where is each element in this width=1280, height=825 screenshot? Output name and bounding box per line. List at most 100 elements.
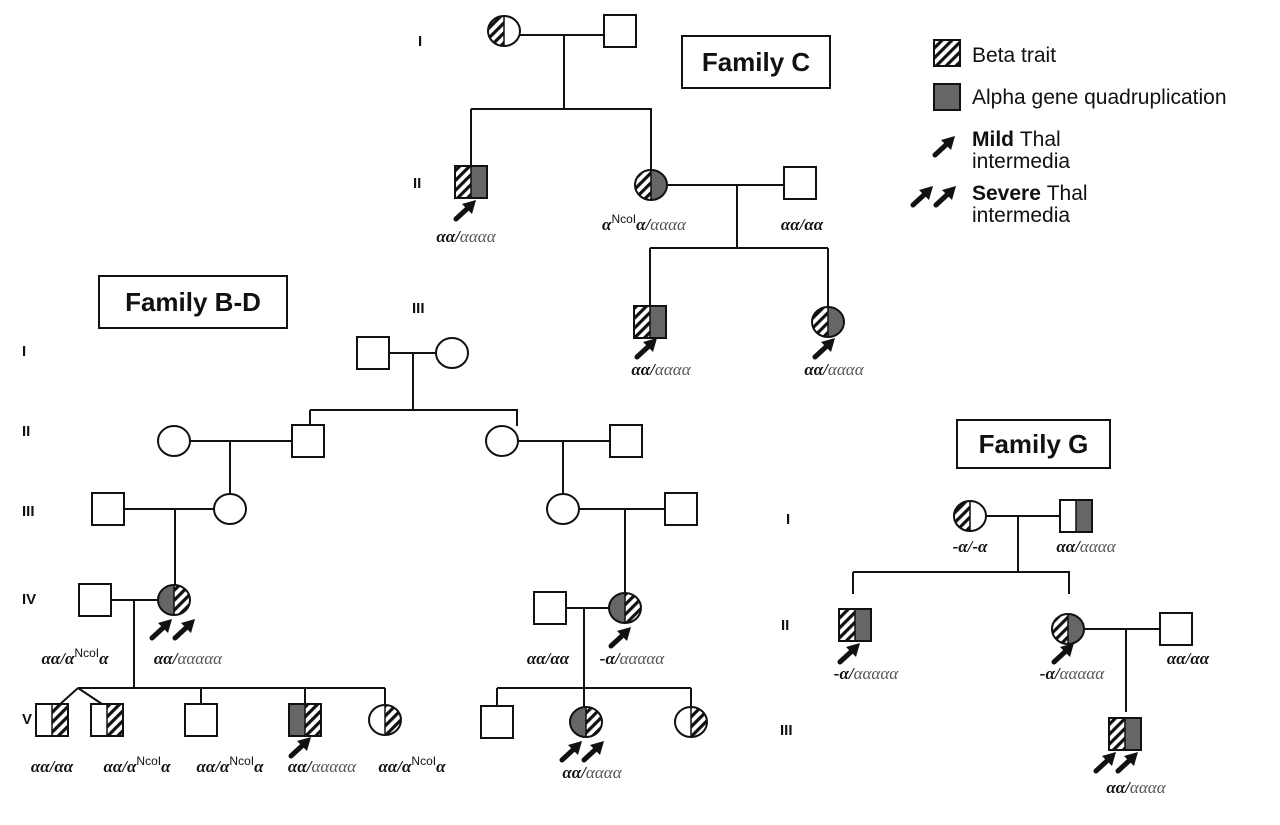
generation-label: II (413, 175, 421, 192)
family-g-I-male (1059, 499, 1093, 533)
genotype-label: -α/ααααα (600, 649, 665, 668)
genotype-label: αα/αααα (804, 360, 864, 379)
severe-arrow-icon (581, 741, 604, 763)
family-g-II-spouse (1159, 612, 1193, 646)
family-bd-IV-male (533, 591, 567, 625)
family-c-III-female (811, 306, 845, 338)
generation-label: III (780, 722, 793, 739)
family-c-II-spouse (783, 166, 817, 200)
generation-label: I (22, 343, 26, 360)
family-g-title-box: Family G (956, 419, 1111, 469)
family-bd-V-affected-male (288, 703, 322, 737)
family-bd-III-female (213, 493, 247, 525)
family-title: Family C (702, 47, 811, 77)
genotype-label: αα/αααα (562, 763, 622, 782)
genotype-label: αα/αα (781, 215, 824, 234)
severe-arrow-icon (172, 619, 195, 641)
pedigree-line (310, 409, 518, 426)
genotype-label: αα/αααα (1056, 537, 1116, 556)
family-bd-IV-male (78, 583, 112, 617)
family-bd-II-male (291, 424, 325, 458)
family-c-title-box: Family C (681, 35, 831, 89)
severe-arrow-icon (149, 619, 172, 641)
mild-arrow-icon (634, 338, 657, 360)
generation-label: II (22, 423, 30, 440)
mild-arrow-icon (812, 338, 835, 360)
family-bd-I-female (435, 337, 469, 369)
pedigree-symbols: Family C Family B-D Family G Beta traitAlph… (35, 14, 1227, 774)
severe-arrow-icon (1093, 752, 1116, 774)
generation-label: I (786, 511, 790, 528)
beta-trait-swatch (933, 39, 961, 67)
family-c-I-female (487, 15, 521, 47)
genotype-label: αα/αα (527, 649, 570, 668)
genotype-label: -α/-α (953, 537, 988, 556)
family-bd-IV-female (157, 584, 191, 616)
generation-label: V (22, 711, 32, 728)
genotype-label: αα/αααα (1106, 778, 1166, 797)
family-bd-V-female (368, 704, 402, 736)
legend-label: intermedia (972, 150, 1070, 173)
family-g-III-male (1108, 717, 1142, 751)
genotype-label: αNcoIα/αααα (602, 212, 687, 234)
legend-label: intermedia (972, 204, 1070, 227)
family-c-II-male (454, 165, 488, 199)
family-bd-V-twin1 (35, 703, 69, 737)
family-bd-II-female (157, 425, 191, 457)
mild-arrow-icon (608, 627, 631, 649)
genotype-label: αα/ααααα (154, 649, 223, 668)
pedigree-line (471, 108, 652, 170)
genotype-label: αα/αααα (631, 360, 691, 379)
family-c-II-female (634, 169, 668, 201)
genotype-label: αα/αααα (436, 227, 496, 246)
family-bd-III-male (664, 492, 698, 526)
pedigree-lines (57, 34, 1161, 712)
family-bd-III-male (91, 492, 125, 526)
severe-arrow-icon (933, 186, 956, 208)
generation-label: I (418, 33, 422, 50)
genotype-label: αα/ααααα (288, 757, 357, 776)
genotype-label: -α/ααααα (834, 664, 899, 683)
mild-arrow-icon (932, 136, 955, 158)
legend-label: Alpha gene quadruplication (972, 86, 1227, 109)
generation-label: III (22, 503, 35, 520)
family-bd-V-male (480, 705, 514, 739)
genotype-label: -α/ααααα (1040, 664, 1105, 683)
family-g-II-female (1051, 613, 1085, 645)
generation-label: IV (22, 591, 36, 608)
legend-label: Mild Thal (972, 128, 1061, 151)
legend-label: Beta trait (972, 44, 1056, 67)
genotype-label: αα/αα (1167, 649, 1210, 668)
severe-arrow-icon (559, 741, 582, 763)
family-bd-title-box: Family B-D (98, 275, 288, 329)
family-g-I-female (953, 500, 987, 532)
legend-label: Severe Thal (972, 182, 1088, 205)
pedigree-line (853, 571, 1070, 594)
genotype-label: αα/αNcoIα (196, 754, 264, 776)
generation-label: II (781, 617, 789, 634)
family-bd-V-affected-female (569, 706, 603, 738)
genotype-label: αα/αNcoIα (378, 754, 446, 776)
family-bd-II-female (485, 425, 519, 457)
severe-arrow-icon (1115, 752, 1138, 774)
quadruplication-swatch (933, 83, 961, 111)
family-title: Family B-D (125, 287, 261, 317)
family-bd-V-female (674, 706, 708, 738)
genotype-label: αα/αNcoIα (103, 754, 171, 776)
family-bd-IV-female (608, 592, 642, 624)
mild-arrow-icon (453, 200, 476, 222)
family-bd-V-male (184, 703, 218, 737)
family-bd-I-male (356, 336, 390, 370)
family-bd-III-female (546, 493, 580, 525)
mild-arrow-icon (837, 643, 860, 665)
severe-arrow-icon (910, 186, 933, 208)
family-c-III-male (633, 305, 667, 339)
family-bd-V-twin2 (90, 703, 124, 737)
family-bd-II-male (609, 424, 643, 458)
genotype-label: αα/αNcoIα (41, 646, 109, 668)
mild-arrow-icon (288, 737, 311, 759)
family-title: Family G (979, 429, 1089, 459)
